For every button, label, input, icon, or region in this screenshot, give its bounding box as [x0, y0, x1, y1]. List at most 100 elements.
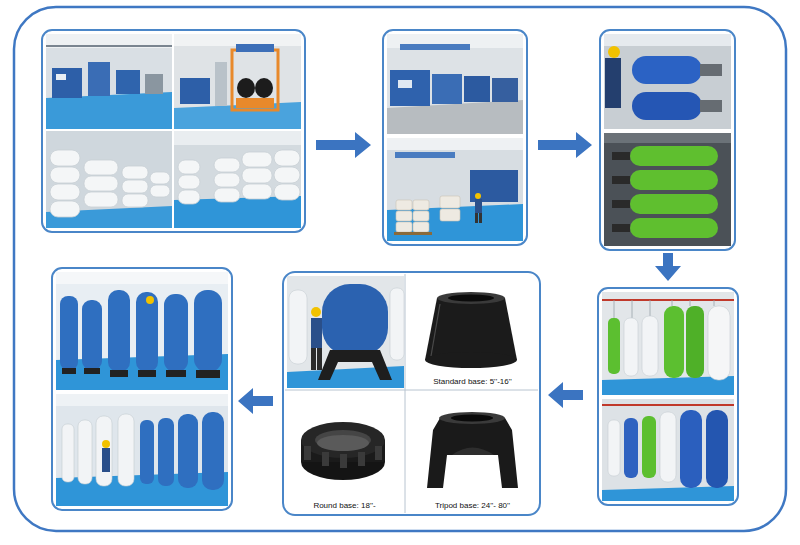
finished-tank-panel-part-part [84, 368, 100, 374]
injection-molding-panel-part [383, 30, 527, 245]
winding-panel-part-part [630, 170, 718, 190]
injection-molding-panel-part [396, 196, 460, 232]
base-panel-part [285, 390, 538, 391]
flow-arrow-part [316, 132, 371, 158]
finished-tank-panel-part-part [194, 290, 222, 372]
blow-molding-panel-part-part [242, 152, 272, 167]
blow-molding-panel-part-part [178, 160, 200, 174]
base-panel-part [301, 422, 385, 458]
base-panel-part [427, 418, 518, 488]
curing-panel-part [602, 404, 734, 406]
blow-molding-panel-part-part [178, 175, 200, 189]
finished-tank-panel-part-part [96, 416, 112, 486]
blow-molding-panel-part [46, 131, 172, 228]
winding-panel-part-part [630, 194, 718, 214]
blow-molding-panel-part [52, 68, 82, 98]
curing-panel-part [608, 318, 620, 374]
injection-molding-panel [383, 30, 527, 245]
injection-molding-panel-part [390, 70, 430, 106]
base-panel-part [425, 298, 517, 360]
winding-panel-part [604, 34, 731, 46]
injection-molding-panel-part [398, 80, 412, 88]
winding-panel-part [700, 64, 722, 76]
base-panel-part [315, 430, 371, 450]
flow-arrow-part [238, 388, 273, 414]
injection-molding-panel-part-part [396, 200, 412, 210]
blow-molding-panel-part-part [84, 192, 118, 207]
injection-molding-panel-part-part [413, 211, 429, 221]
blow-molding-panel-part-part [50, 201, 80, 217]
winding-panel-part [630, 146, 718, 238]
blow-molding-panel-part [46, 45, 172, 47]
flow-arrow-part [538, 132, 592, 158]
blow-molding-panel-part [237, 78, 255, 98]
finished-tank-panel-part [102, 448, 110, 472]
winding-panel-part [612, 152, 630, 232]
blow-molding-panel-part-part [122, 180, 148, 193]
finished-tank-panel-part [56, 272, 228, 284]
base-panel-part [437, 292, 505, 304]
finished-tank-panel-part [62, 368, 220, 378]
base-panel-part [431, 304, 440, 356]
blow-molding-panel-part-part [214, 173, 240, 187]
blow-molding-panel-part-part [274, 184, 300, 200]
finished-tank-panel-part [56, 394, 228, 506]
blow-molding-panel-part [46, 34, 172, 48]
finished-tank-panel-part-part [164, 294, 188, 372]
winding-panel-part-part [612, 152, 630, 160]
curing-panel [598, 288, 738, 505]
blow-molding-panel-part [232, 50, 278, 110]
winding-panel-part [608, 46, 620, 58]
winding-panel-part [605, 58, 621, 108]
blow-molding-panel-part-part [214, 188, 240, 202]
injection-molding-panel-part-part [440, 209, 460, 221]
blow-molding-panel-part-part [274, 150, 300, 166]
curing-panel-part [680, 410, 702, 488]
base-panel-part [318, 350, 392, 380]
flow-arrow-part [548, 382, 583, 408]
winding-panel-part-part [612, 176, 630, 184]
base-panel-part-part [375, 446, 382, 460]
base-panel-part [289, 290, 307, 364]
finished-tank-panel-part [56, 394, 228, 406]
base-panel-part [304, 446, 382, 468]
injection-molding-panel-part-part [413, 222, 429, 232]
winding-panel-part-part [612, 224, 630, 232]
curing-panel-part [602, 486, 734, 501]
base-panel-part [439, 412, 505, 424]
flow-arrow-part [655, 253, 681, 281]
base-cell: Tripod base: 24''- 80'' [406, 391, 539, 514]
curing-panel-part-part [690, 300, 691, 306]
curing-panel-part [708, 306, 730, 380]
base-cell: Round base: 18''- [284, 391, 405, 514]
blow-molding-panel-part [116, 70, 140, 94]
blow-molding-panel-part [215, 62, 227, 106]
finished-tank-panel-part [52, 268, 232, 510]
blow-molding-panel-part-part [122, 194, 148, 207]
finished-tank-panel-part-part [178, 414, 198, 488]
curing-panel-part [706, 410, 728, 488]
blow-molding-panel-part-part [122, 166, 148, 179]
blow-molding-panel-part-part [214, 158, 240, 172]
curing-panel-part [660, 412, 676, 482]
winding-panel-part [700, 100, 722, 112]
base-panel-part [451, 415, 493, 422]
blow-molding-panel-part [236, 44, 274, 52]
blow-molding-panel-part [255, 78, 273, 98]
curing-panel-part [686, 306, 704, 378]
base-panel-part [287, 276, 404, 388]
base-panel-part [311, 348, 316, 370]
base-panel-part-part [322, 452, 329, 466]
base-panel-part-part [340, 454, 347, 468]
blow-molding-panel [42, 30, 305, 232]
finished-tank-panel-part [146, 296, 154, 304]
injection-molding-panel-part [464, 76, 490, 102]
curing-panel-part [624, 318, 638, 376]
injection-molding-panel-part-part [396, 211, 412, 221]
finished-tank-panel-part-part [62, 424, 74, 482]
winding-panel-part [604, 133, 731, 143]
blow-molding-panel-part [46, 34, 172, 129]
curing-panel-part [642, 316, 658, 376]
